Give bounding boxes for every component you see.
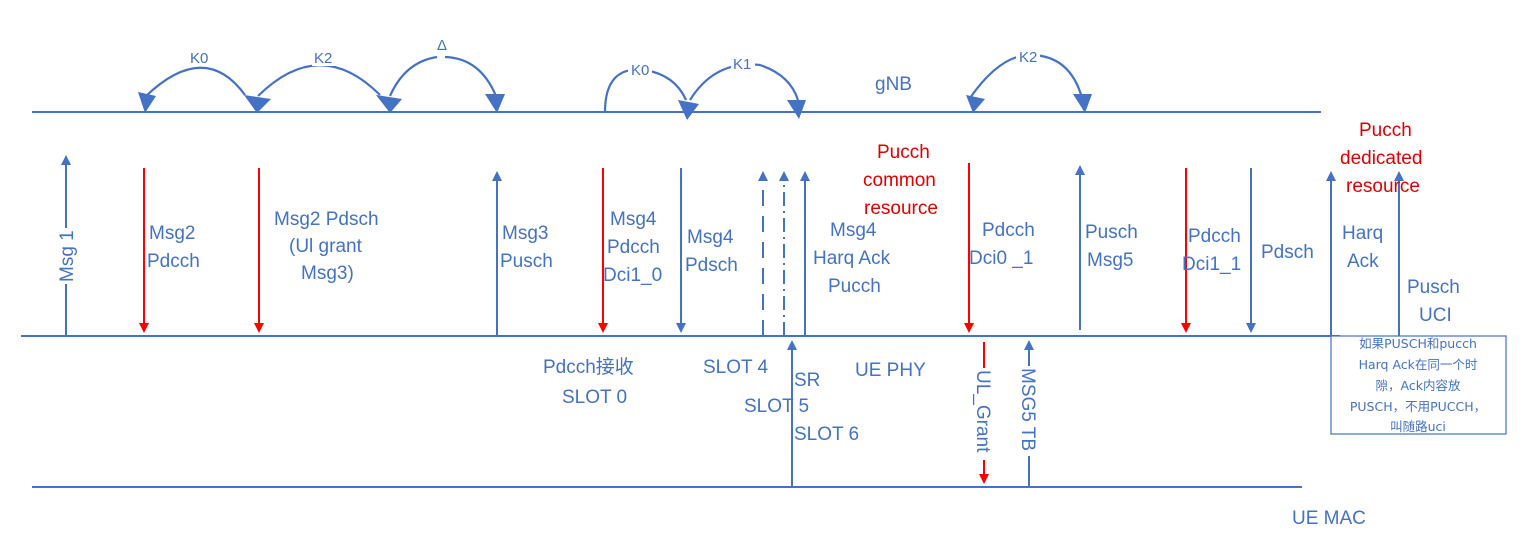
msg2-pdsch-label: Msg2 Pdsch: [274, 209, 379, 230]
pdcch-rx-label: Pdcch接收: [543, 356, 634, 378]
slot5-label: SLOT 5: [744, 396, 809, 417]
signal-labels: Msg 1 Msg2 Pdcch Msg2 Pdsch (Ul grant Ms…: [56, 120, 1460, 460]
msg1-label: Msg 1: [57, 230, 78, 282]
arc-delta-left: [388, 55, 438, 97]
msg5-tb-label: MSG5 TB: [1017, 368, 1038, 451]
pucch-common-label: Pucch: [877, 142, 930, 163]
msg4-pdcch-label: Dci1_0: [603, 265, 662, 286]
arc-label: K0: [190, 50, 208, 67]
arrowhead-icon: [376, 95, 402, 113]
arc-labels: K0 K2 Δ K0 K1 K2: [188, 37, 1040, 79]
slot0-label: SLOT 0: [562, 387, 627, 408]
ue-mac-label: UE MAC: [1292, 508, 1366, 529]
sr-label: SR: [794, 370, 820, 391]
msg3-pusch-label: Pusch: [500, 251, 553, 272]
pusch-msg5-label: Pusch: [1085, 222, 1138, 243]
arc-delta: [444, 55, 498, 97]
pucch-common-label: common: [863, 170, 936, 191]
arrowhead-icon: [244, 95, 271, 113]
msg4-harq-label: Harq Ack: [813, 248, 891, 269]
msg4-pdsch-label: Pdsch: [685, 255, 738, 276]
arrowhead-icon: [678, 100, 699, 120]
pdcch-dci0-label: Pdcch: [982, 220, 1035, 241]
signal-arrows: [61, 155, 1404, 336]
pdsch-label: Pdsch: [1261, 242, 1314, 263]
note-line: PUSCH，不用PUCCH，: [1350, 399, 1486, 414]
msg2-pdsch-label: (Ul grant: [289, 236, 363, 257]
msg2-pdsch-label: Msg3): [301, 263, 354, 284]
note-box: 如果PUSCH和pucch Harq Ack在同一个时 隙，Ack内容放 PUS…: [1330, 335, 1507, 435]
msg4-pdsch-label: Msg4: [687, 227, 734, 248]
msg4-pdcch-label: Pdcch: [607, 237, 660, 258]
ul-grant-label: UL_Grant: [972, 370, 993, 453]
slot4-label: SLOT 4: [703, 357, 769, 378]
arc-label: K1: [733, 56, 751, 73]
pucch-dedicated-label: dedicated: [1340, 148, 1422, 169]
msg3-pusch-label: Msg3: [502, 223, 548, 244]
arc-arrowheads: [138, 92, 1092, 120]
pucch-common-label: resource: [864, 198, 938, 219]
note-line: 隙，Ack内容放: [1376, 378, 1461, 393]
arc-k1: [689, 63, 800, 101]
pdcch-dci0-label: Dci0 _1: [969, 248, 1033, 269]
timing-arcs: [145, 53, 1084, 113]
arc-k0-a: [145, 66, 246, 97]
slot-labels: Pdcch接收 SLOT 0 SLOT 4 SLOT 5 SLOT 6: [543, 356, 859, 445]
note-line: 如果PUSCH和pucch: [1359, 336, 1477, 351]
pusch-uci-label: Pusch: [1407, 277, 1460, 298]
arc-label: K0: [631, 62, 649, 79]
arrowhead-icon: [787, 100, 806, 119]
pdcch-dci1-label: Pdcch: [1188, 226, 1241, 247]
msg4-harq-label: Msg4: [830, 220, 877, 241]
arrowhead-icon: [138, 92, 156, 113]
gnb-label: gNB: [875, 74, 912, 95]
slot6-label: SLOT 6: [794, 424, 859, 445]
arrowhead-icon: [485, 94, 505, 113]
arc-label: Δ: [437, 37, 447, 54]
arrowhead-icon: [966, 95, 985, 113]
msg4-pdcch-label: Msg4: [610, 209, 657, 230]
msg2-pdcch-label: Pdcch: [147, 251, 200, 272]
harq-ack-label: Ack: [1347, 251, 1379, 272]
pdcch-dci1-label: Dci1_1: [1182, 254, 1241, 275]
note-line: Harq Ack在同一个时: [1359, 357, 1478, 372]
msg4-harq-label: Pucch: [828, 276, 881, 297]
arc-k2-a: [257, 64, 381, 97]
pucch-dedicated-label: resource: [1346, 176, 1420, 197]
msg2-pdcch-label: Msg2: [149, 223, 195, 244]
pucch-dedicated-label: Pucch: [1359, 120, 1412, 141]
harq-ack-label: Harq: [1342, 223, 1383, 244]
pusch-msg5-label: Msg5: [1087, 250, 1133, 271]
note-line: 叫随路uci: [1390, 419, 1446, 434]
arrowhead-icon: [1073, 94, 1092, 113]
arc-label: K2: [1019, 49, 1037, 66]
pusch-uci-label: UCI: [1419, 305, 1452, 326]
arc-label: K2: [314, 50, 332, 67]
ue-phy-label: UE PHY: [855, 360, 926, 381]
